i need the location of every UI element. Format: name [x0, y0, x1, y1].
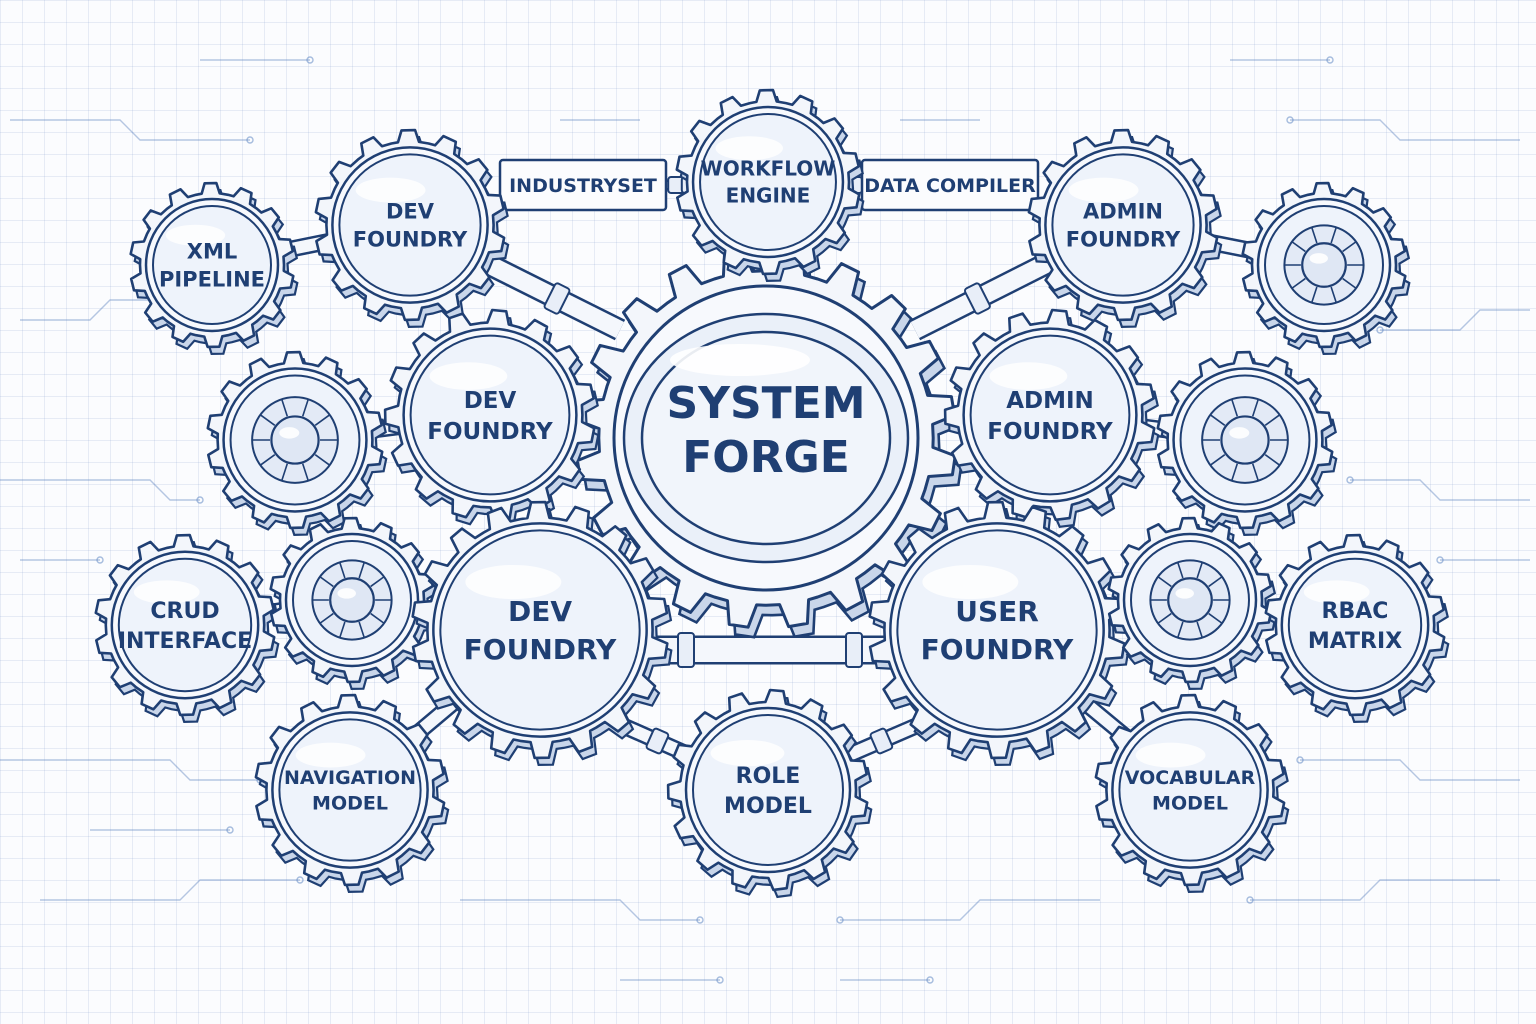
industryset-box: INDUSTRYSET [498, 158, 668, 212]
hub-low-right-gear [1107, 516, 1277, 691]
trace-node-11 [1296, 756, 1304, 764]
workflow-engine-label-line1: WORKFLOW [701, 157, 836, 181]
trace-node-3 [96, 556, 104, 564]
trace-node-15 [716, 976, 724, 984]
circuit-trace-15 [460, 899, 700, 921]
trace-node-12 [1246, 896, 1254, 904]
dev-foundry-low-label-line2: FOUNDRY [464, 633, 617, 666]
circuit-trace-1 [20, 299, 160, 321]
system-forge-core-gear: SYSTEM FORGE [575, 247, 963, 639]
dev-foundry-mid-label-line1: DEV [464, 388, 517, 414]
trace-node-14 [836, 916, 844, 924]
admin-foundry-mid-label-line2: FOUNDRY [987, 419, 1113, 445]
hub-mid-right-gear [1156, 350, 1338, 537]
dev-foundry-mid-gear: DEV FOUNDRY [383, 308, 600, 528]
vocabular-model-label-line2: MODEL [1152, 793, 1228, 815]
admin-foundry-mid-gear: ADMIN FOUNDRY [943, 308, 1160, 528]
circuit-trace-9 [1350, 479, 1530, 501]
xml-pipeline-gear: XML PIPELINE [129, 181, 299, 356]
navigation-model-label-line2: MODEL [312, 793, 388, 815]
user-foundry-gear: USER FOUNDRY [868, 500, 1130, 767]
trace-node-7 [1286, 116, 1294, 124]
xml-pipeline-label-line1: XML [187, 239, 237, 263]
workflow-engine-gear: WORKFLOW ENGINE [675, 88, 865, 283]
trace-node-2 [196, 496, 204, 504]
trace-node-13 [696, 916, 704, 924]
vocabular-model-label-line1: VOCABULAR [1125, 767, 1256, 789]
circuit-trace-12 [1250, 879, 1500, 901]
user-foundry-label-line1: USER [955, 595, 1039, 628]
hub-top-right-gear [1241, 181, 1411, 356]
vocabular-model-gear: VOCABULAR MODEL [1094, 693, 1290, 894]
admin-foundry-top-label-line1: ADMIN [1083, 199, 1163, 223]
navigation-model-gear: NAVIGATION MODEL [254, 693, 450, 894]
rbac-matrix-label-line1: RBAC [1322, 599, 1389, 624]
hub-mid-left-gear [206, 350, 388, 537]
trace-node-18 [306, 56, 314, 64]
dev-foundry-mid-label-line2: FOUNDRY [427, 419, 553, 445]
crud-interface-label-line2: INTERFACE [118, 629, 252, 654]
admin-foundry-mid-label-line1: ADMIN [1006, 388, 1094, 414]
core-label-line1: SYSTEM [666, 378, 865, 429]
trace-node-16 [926, 976, 934, 984]
rbac-matrix-gear: RBAC MATRIX [1264, 533, 1450, 724]
circuit-trace-7 [1290, 119, 1520, 141]
rbac-matrix-label-line2: MATRIX [1308, 629, 1402, 654]
dev-foundry-low-label-line1: DEV [508, 595, 572, 628]
trace-node-0 [246, 136, 254, 144]
circuit-trace-4 [0, 759, 260, 781]
role-model-label-line2: MODEL [724, 794, 812, 819]
admin-foundry-top-label-line2: FOUNDRY [1066, 228, 1181, 252]
industryset-label: INDUSTRYSET [509, 175, 657, 197]
circuit-trace-8 [1380, 309, 1530, 331]
circuit-trace-5 [40, 879, 300, 901]
role-model-gear: ROLE MODEL [666, 688, 873, 899]
trace-node-8 [1376, 326, 1384, 334]
dev-foundry-top-gear: DEV FOUNDRY [314, 128, 510, 329]
admin-foundry-top-gear: ADMIN FOUNDRY [1027, 128, 1223, 329]
circuit-trace-0 [10, 119, 250, 141]
role-model-label-line1: ROLE [736, 764, 801, 789]
trace-node-17 [1326, 56, 1334, 64]
trace-node-6 [226, 826, 234, 834]
data-compiler-label: DATA COMPILER [864, 175, 1036, 197]
dev-foundry-top-label-line2: FOUNDRY [353, 228, 468, 252]
workflow-engine-label-line2: ENGINE [726, 184, 811, 208]
hub-low-left-gear [269, 516, 439, 691]
label-boxes: INDUSTRYSET DATA COMPILER [498, 158, 1040, 212]
navigation-model-label-line1: NAVIGATION [284, 767, 416, 789]
data-compiler-box: DATA COMPILER [860, 158, 1040, 212]
trace-node-10 [1436, 556, 1444, 564]
trace-node-9 [1346, 476, 1354, 484]
xml-pipeline-label-line2: PIPELINE [159, 268, 265, 292]
dev-foundry-low-gear: DEV FOUNDRY [411, 500, 673, 767]
core-label-line2: FORGE [682, 432, 850, 483]
gear-cluster: XML PIPELINE DEV FOUNDRY WORKFLOW ENGINE ADMIN… [94, 88, 1450, 899]
circuit-trace-11 [1300, 759, 1520, 781]
core-gear-body [575, 247, 963, 639]
trace-node-5 [296, 876, 304, 884]
crud-interface-gear: CRUD INTERFACE [94, 533, 280, 724]
user-foundry-label-line2: FOUNDRY [921, 633, 1074, 666]
dev-foundry-top-label-line1: DEV [386, 199, 435, 223]
circuit-trace-2 [0, 479, 200, 501]
circuit-trace-16 [840, 899, 1100, 921]
crud-interface-label-line1: CRUD [150, 599, 219, 624]
